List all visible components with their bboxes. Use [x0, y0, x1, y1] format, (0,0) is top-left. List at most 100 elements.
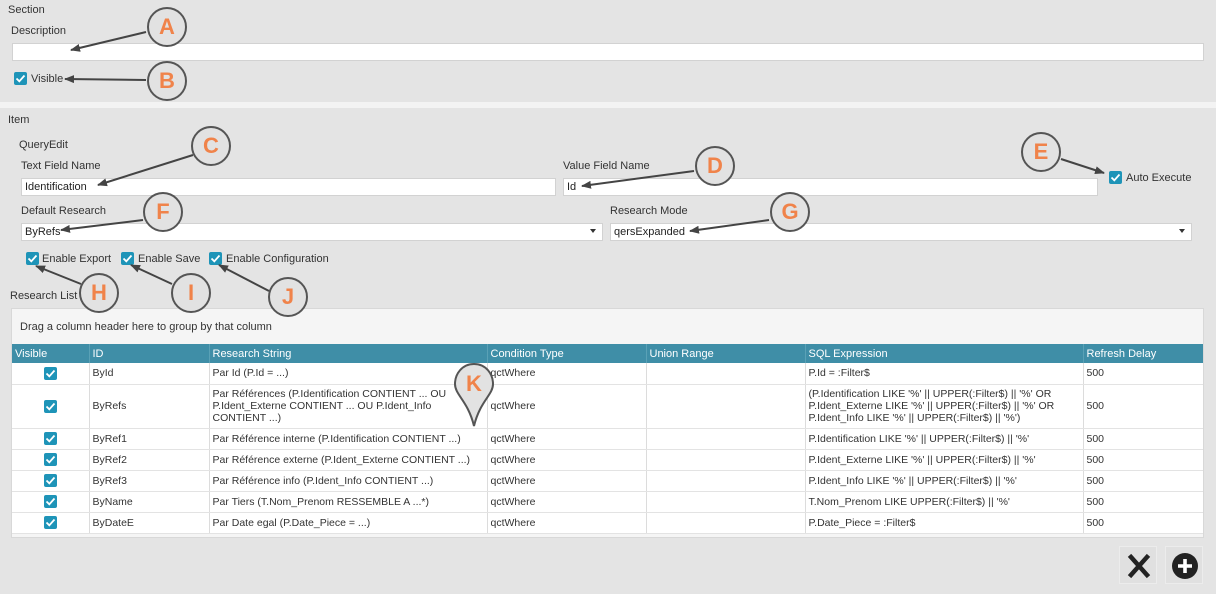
row-visible-cell[interactable]	[12, 512, 90, 534]
enable-save-checkbox[interactable]	[121, 252, 134, 265]
row-research-string: Par Référence interne (P.Identification …	[209, 428, 488, 450]
auto-execute-label: Auto Execute	[1126, 172, 1192, 184]
row-visible-cell[interactable]	[12, 449, 90, 471]
callout-j: J	[268, 277, 308, 317]
chevron-down-icon	[1179, 229, 1185, 233]
row-condition-type: qctWhere	[487, 470, 647, 492]
row-visible-cell[interactable]	[12, 384, 90, 429]
row-refresh-delay: 500	[1083, 363, 1203, 385]
row-visible-checkbox[interactable]	[43, 366, 57, 380]
row-visible-checkbox[interactable]	[43, 432, 57, 445]
description-input[interactable]	[12, 43, 1204, 61]
row-research-string: Par Référence externe (P.Ident_Externe C…	[209, 449, 488, 471]
research-list-label: Research List	[10, 290, 78, 302]
check-icon	[45, 476, 55, 485]
add-button[interactable]	[1165, 546, 1203, 584]
row-id: ById	[89, 363, 210, 385]
callout-k: K	[466, 371, 482, 396]
default-research-label: Default Research	[21, 205, 106, 217]
row-id: ByDateE	[89, 512, 210, 534]
row-refresh-delay: 500	[1083, 512, 1203, 534]
check-icon	[45, 402, 55, 411]
check-icon	[45, 518, 55, 527]
row-visible-cell[interactable]	[12, 428, 90, 450]
row-refresh-delay: 500	[1083, 384, 1203, 429]
callout-f: F	[143, 192, 183, 232]
enable-export-checkbox[interactable]	[26, 252, 39, 265]
enable-configuration-label: Enable Configuration	[226, 253, 329, 265]
add-icon	[1172, 553, 1198, 579]
row-visible-checkbox[interactable]	[43, 516, 57, 529]
column-header-union-range[interactable]: Union Range	[646, 344, 806, 363]
row-union-range	[646, 470, 806, 492]
section-divider	[0, 102, 1216, 108]
check-icon	[15, 74, 26, 83]
row-union-range	[646, 512, 806, 534]
row-visible-checkbox[interactable]	[43, 474, 57, 487]
visible-checkbox[interactable]	[14, 72, 27, 85]
row-sql-expression: P.Ident_Info LIKE '%' || UPPER(:Filter$)…	[805, 470, 1084, 492]
research-mode-label: Research Mode	[610, 205, 688, 217]
column-header-sql-expression[interactable]: SQL Expression	[805, 344, 1084, 363]
row-condition-type: qctWhere	[487, 449, 647, 471]
research-grid: Drag a column header here to group by th…	[11, 308, 1204, 538]
row-condition-type: qctWhere	[487, 491, 647, 513]
row-sql-expression: T.Nom_Prenom LIKE UPPER(:Filter$) || '%'	[805, 491, 1084, 513]
row-visible-cell[interactable]	[12, 363, 90, 385]
check-icon	[45, 369, 55, 378]
research-mode-value: qersExpanded	[614, 226, 685, 238]
column-header-condition-type[interactable]: Condition Type	[487, 344, 647, 363]
callout-a: A	[147, 7, 187, 47]
row-condition-type: qctWhere	[487, 428, 647, 450]
row-sql-expression: P.Id = :Filter$	[805, 363, 1084, 385]
close-button[interactable]	[1119, 546, 1157, 584]
value-field-label: Value Field Name	[563, 160, 650, 172]
text-field-input[interactable]: Identification	[21, 178, 556, 196]
row-visible-checkbox[interactable]	[43, 399, 57, 413]
check-icon	[27, 254, 38, 263]
row-research-string: Par Date egal (P.Date_Piece = ...)	[209, 512, 488, 534]
callout-b: B	[147, 61, 187, 101]
row-id: ByRef1	[89, 428, 210, 450]
value-field-input[interactable]: Id	[563, 178, 1098, 196]
row-research-string: Par Références (P.Identification CONTIEN…	[209, 384, 488, 429]
column-header-research-string[interactable]: Research String	[209, 344, 488, 363]
visible-label: Visible	[31, 73, 64, 85]
callout-e: E	[1021, 132, 1061, 172]
check-icon	[45, 455, 55, 464]
column-header-id[interactable]: ID	[89, 344, 210, 363]
row-visible-checkbox[interactable]	[43, 495, 57, 508]
row-id: ByRef2	[89, 449, 210, 471]
check-icon	[122, 254, 133, 263]
enable-export-label: Enable Export	[42, 253, 112, 265]
enable-configuration-checkbox[interactable]	[209, 252, 222, 265]
column-header-visible[interactable]: Visible	[12, 344, 90, 363]
row-sql-expression: (P.Identification LIKE '%' || UPPER(:Fil…	[805, 384, 1084, 429]
research-mode-select[interactable]: qersExpanded	[610, 223, 1192, 241]
row-condition-type: qctWhere	[487, 363, 647, 385]
row-visible-cell[interactable]	[12, 491, 90, 513]
check-icon	[45, 434, 55, 443]
item-title: Item	[8, 114, 30, 126]
row-id: ByRef3	[89, 470, 210, 492]
row-visible-checkbox[interactable]	[43, 453, 57, 466]
row-union-range	[646, 363, 806, 385]
row-visible-cell[interactable]	[12, 470, 90, 492]
column-header-refresh-delay[interactable]: Refresh Delay	[1083, 344, 1203, 363]
callout-g: G	[770, 192, 810, 232]
row-id: ByRefs	[89, 384, 210, 429]
description-label: Description	[11, 25, 67, 37]
row-refresh-delay: 500	[1083, 428, 1203, 450]
auto-execute-checkbox[interactable]	[1109, 171, 1122, 184]
row-research-string: Par Référence info (P.Ident_Info CONTIEN…	[209, 470, 488, 492]
row-sql-expression: P.Identification LIKE '%' || UPPER(:Filt…	[805, 428, 1084, 450]
row-refresh-delay: 500	[1083, 491, 1203, 513]
